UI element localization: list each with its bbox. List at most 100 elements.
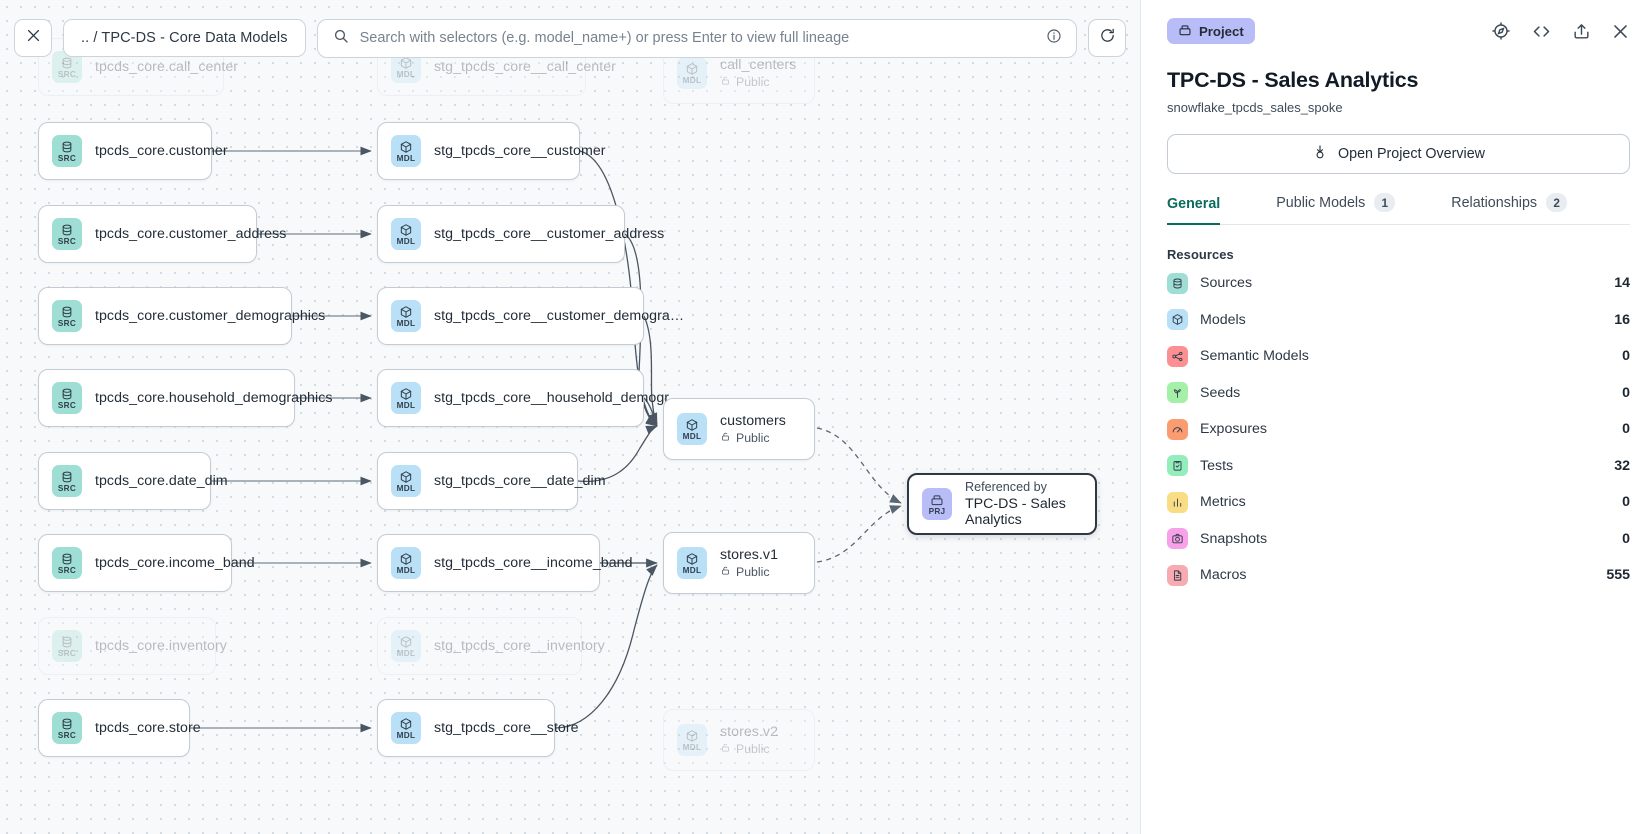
code-icon[interactable]: [1531, 21, 1552, 42]
lineage-node[interactable]: MDL stg_tpcds_core__store: [377, 699, 579, 757]
lineage-node[interactable]: MDL stg_tpcds_core__customer_address: [377, 205, 665, 263]
lineage-node-label: tpcds_core.inventory: [95, 638, 227, 654]
tab-label: Public Models: [1276, 194, 1366, 211]
resource-label: Seeds: [1200, 384, 1241, 401]
resource-count: 0: [1622, 384, 1630, 401]
lineage-node-label: tpcds_core.customer_address: [95, 226, 287, 242]
breadcrumb[interactable]: .. / TPC-DS - Core Data Models: [63, 19, 306, 57]
share-icon[interactable]: [1572, 22, 1591, 41]
details-panel: Project TPC-DS - Sales Analytics snowfla…: [1140, 0, 1648, 834]
lineage-node-label: stores.v2: [720, 724, 779, 740]
refresh-icon: [1099, 27, 1116, 49]
database-icon: SRC: [52, 300, 82, 332]
sprout-icon: [1167, 382, 1188, 404]
database-icon: SRC: [52, 218, 82, 250]
document-icon: [1167, 564, 1188, 586]
lock-icon: [720, 431, 731, 445]
tab-count: 1: [1374, 193, 1396, 212]
lineage-toolbar: .. / TPC-DS - Core Data Models: [0, 0, 1140, 76]
project-type-chip[interactable]: Project: [1167, 18, 1255, 44]
project-chip-label: Project: [1199, 23, 1244, 39]
lineage-search[interactable]: [316, 18, 1077, 58]
panel-actions: [1491, 21, 1630, 42]
cube-icon: [1167, 309, 1188, 331]
lineage-node-label: tpcds_core.store: [95, 720, 201, 736]
referenced-by-label: Referenced by: [965, 480, 1047, 494]
project-icon: PRJ: [922, 488, 952, 520]
refresh-button[interactable]: [1088, 19, 1126, 57]
lineage-node-label: stg_tpcds_core__household_demogr…: [434, 390, 684, 406]
tab-public-models[interactable]: Public Models 1: [1276, 193, 1396, 225]
resource-count: 0: [1622, 421, 1630, 438]
database-icon: SRC: [52, 465, 82, 497]
lock-icon: [720, 742, 731, 756]
info-icon[interactable]: [1046, 28, 1062, 49]
database-icon: SRC: [52, 547, 82, 579]
node-graph-icon: [1167, 345, 1188, 367]
resource-label: Macros: [1200, 567, 1247, 584]
database-icon: SRC: [52, 382, 82, 414]
database-icon: [1167, 272, 1188, 294]
lineage-node-label: stg_tpcds_core__inventory: [434, 638, 605, 654]
lineage-node[interactable]: MDL stg_tpcds_core__income_band: [377, 534, 633, 592]
project-icon: [1178, 23, 1192, 40]
lock-icon: [720, 75, 731, 89]
lineage-node-label: stores.v1: [720, 547, 779, 563]
resource-row-seeds[interactable]: Seeds 0: [1167, 378, 1630, 409]
search-input[interactable]: [359, 30, 1035, 46]
cube-icon: MDL: [391, 547, 421, 579]
resource-count: 555: [1606, 567, 1630, 584]
resource-count: 32: [1614, 457, 1630, 474]
open-project-overview-button[interactable]: Open Project Overview: [1167, 134, 1630, 174]
close-panel-icon[interactable]: [1611, 22, 1630, 41]
lineage-node[interactable]: SRC tpcds_core.customer_address: [38, 205, 287, 263]
lineage-node[interactable]: SRC tpcds_core.household_demographics: [38, 369, 333, 427]
panel-header: Project: [1167, 0, 1630, 57]
download-circle-icon: [1312, 144, 1328, 164]
lineage-node-label: stg_tpcds_core__store: [434, 720, 579, 736]
tab-general[interactable]: General: [1167, 196, 1221, 225]
cube-icon: MDL: [677, 724, 707, 756]
lineage-node-label: stg_tpcds_core__income_band: [434, 555, 633, 571]
lineage-node[interactable]: MDL stg_tpcds_core__inventory: [377, 617, 605, 675]
cube-icon: MDL: [391, 465, 421, 497]
project-subtitle: snowflake_tpcds_sales_spoke: [1167, 100, 1343, 115]
cube-icon: MDL: [391, 712, 421, 744]
cube-icon: MDL: [677, 57, 707, 89]
lineage-canvas[interactable]: .. / TPC-DS - Core Data Models SRCtpcds_…: [0, 0, 1140, 834]
lineage-node-label: stg_tpcds_core__customer_address: [434, 226, 665, 242]
resource-row-macros[interactable]: Macros 555: [1167, 560, 1630, 591]
database-icon: SRC: [52, 135, 82, 167]
resource-count: 0: [1622, 494, 1630, 511]
lineage-node[interactable]: SRC tpcds_core.customer_demographics: [38, 287, 326, 345]
close-lineage-button[interactable]: [14, 19, 52, 57]
cube-icon: MDL: [391, 218, 421, 250]
lineage-node-label: tpcds_core.customer_demographics: [95, 308, 326, 324]
explore-icon[interactable]: [1491, 21, 1511, 41]
lock-icon: [720, 565, 731, 579]
lineage-node-label: tpcds_core.household_demographics: [95, 390, 333, 406]
cube-icon: MDL: [391, 630, 421, 662]
